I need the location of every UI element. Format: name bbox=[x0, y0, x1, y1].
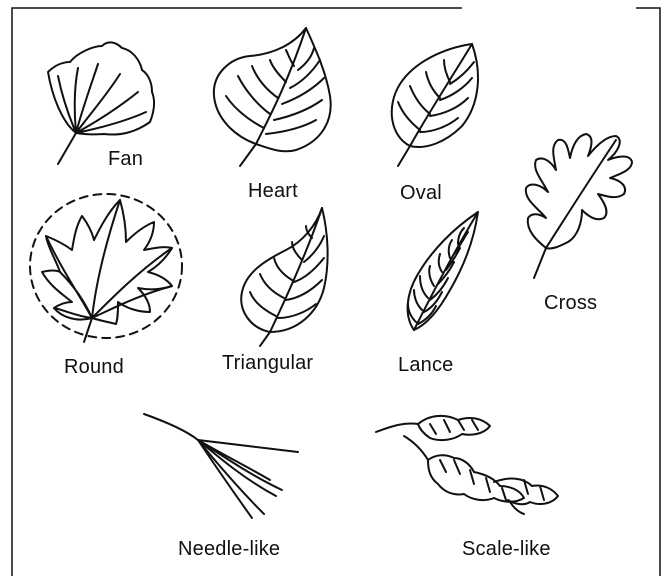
heart-leaf-icon bbox=[204, 26, 340, 168]
needle-leaf-icon bbox=[142, 410, 302, 522]
round-label: Round bbox=[64, 356, 124, 379]
fan-leaf-icon bbox=[40, 36, 170, 166]
scale-label: Scale-like bbox=[462, 538, 551, 561]
lance-leaf-icon bbox=[402, 210, 482, 338]
cross-label: Cross bbox=[544, 292, 597, 315]
triangular-label: Triangular bbox=[222, 352, 313, 375]
heart-label: Heart bbox=[248, 180, 298, 203]
cross-leaf-icon bbox=[518, 122, 638, 280]
scale-leaf-icon bbox=[374, 410, 574, 516]
triangular-leaf-icon bbox=[236, 206, 332, 348]
needle-label: Needle-like bbox=[178, 538, 280, 561]
oval-label: Oval bbox=[400, 182, 442, 205]
round-leaf-icon bbox=[26, 190, 186, 344]
fan-label: Fan bbox=[108, 148, 143, 171]
oval-leaf-icon bbox=[384, 42, 488, 170]
lance-label: Lance bbox=[398, 354, 454, 377]
